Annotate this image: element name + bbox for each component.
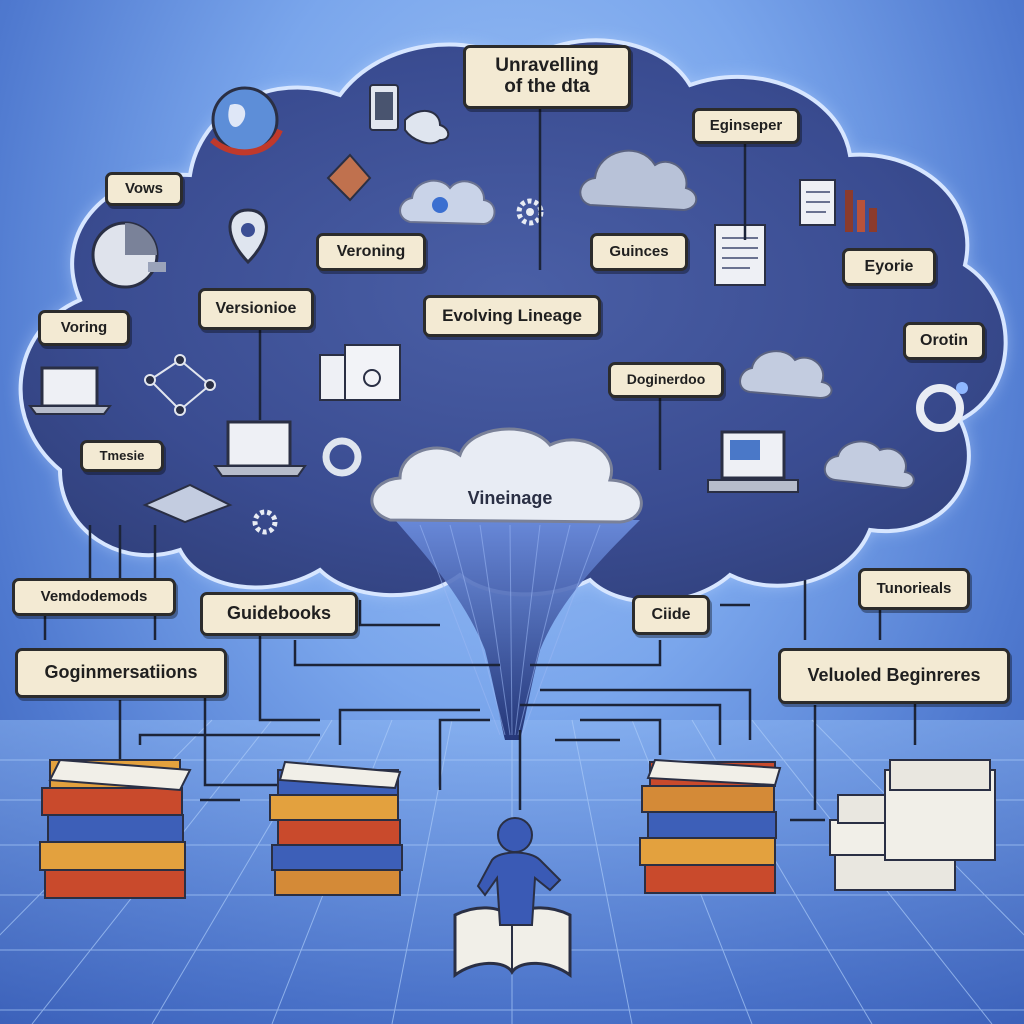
label-versionioe: Versionioe [198,288,314,330]
data-funnel [395,520,640,740]
title-line-1: Unravelling [495,55,599,77]
book-stack-icon [639,758,782,894]
label-vineinage: Vineinage [467,487,553,508]
document-icon [799,179,836,226]
label-orotin: Orotin [903,322,985,360]
cloud-icon [432,197,448,213]
pie-chart-icon [91,221,166,289]
bar-chart-icon [845,190,877,232]
label-doginerdoo: Doginerdoo [608,362,724,398]
network-icon [144,354,216,416]
laptop-icon [28,366,112,415]
label-tunorieals: Tunorieals [858,568,970,610]
target-icon [322,437,362,477]
globe-icon [210,86,283,156]
label-vemdodemods: Vemdodemods [12,578,176,616]
page-title: Unravelling of the dta [463,45,631,109]
label-evolving-lineage: Evolving Lineage [423,295,601,337]
map-icon [142,483,233,524]
wrench-icon [404,110,450,145]
label-eginseper: Eginseper [692,108,800,144]
gear-icon [252,509,278,535]
label-voring: Voring [38,310,130,346]
inner-cloud [370,427,643,524]
map-pin-icon [228,208,268,265]
document-icon [714,224,766,286]
label-ciide: Ciide [632,595,710,635]
monitor-icon [707,430,799,493]
label-tmesie: Tmesie [80,440,164,472]
book-stack-icon [39,758,192,899]
open-book-icon [453,906,572,978]
connector-lines [43,105,917,822]
label-veroning: Veroning [316,233,426,271]
diamond-icon [326,153,372,202]
target-icon [916,382,968,432]
document-stack-icon [319,344,401,401]
label-guidebooks: Guidebooks [200,592,358,636]
label-vows: Vows [105,172,183,206]
title-line-2: of the dta [504,76,590,97]
cloud-icon [823,440,915,490]
phone-icon [369,84,399,131]
paper-stack-icon [829,759,996,891]
label-eyorie: Eyorie [842,248,936,286]
label-goginmersatiions: Goginmersatiions [15,648,227,698]
book-stack-icon [269,760,403,896]
label-guinces: Guinces [590,233,688,271]
label-veluoled-beginreres: Veluoled Beginreres [778,648,1010,704]
cloud-icon [739,350,833,400]
laptop-icon [213,420,307,477]
person-icon [476,817,562,926]
cloud-icon [579,149,698,212]
